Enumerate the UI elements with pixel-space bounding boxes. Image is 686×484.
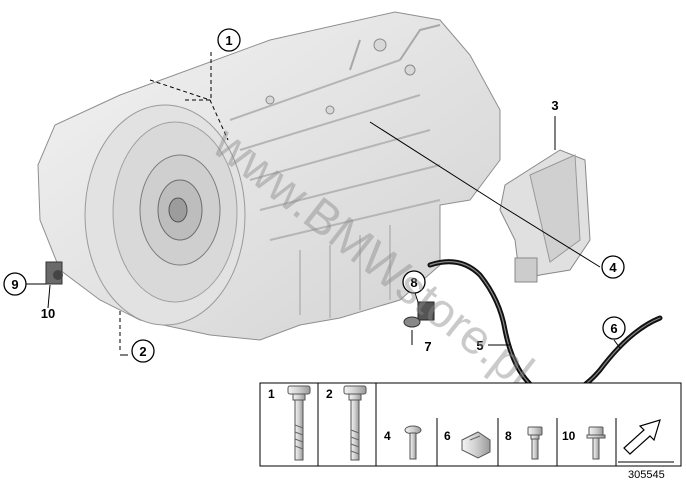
callout-9[interactable]: 9 xyxy=(3,272,27,296)
callout-6[interactable]: 6 xyxy=(602,316,626,340)
callout-1-label: 1 xyxy=(225,33,232,48)
callout-5[interactable]: 5 xyxy=(476,338,483,353)
parts-table-cell[interactable]: 6 xyxy=(444,429,491,459)
parts-table-cell[interactable]: 4 xyxy=(384,425,422,460)
reference-number: 305545 xyxy=(628,469,665,481)
callout-10[interactable]: 10 xyxy=(41,306,55,321)
callout-4-label: 4 xyxy=(609,260,617,275)
screw-icon xyxy=(404,425,422,460)
parts-table-cell[interactable]: 8 xyxy=(505,426,543,460)
callout-8[interactable]: 8 xyxy=(402,270,426,294)
parts-table-cell[interactable]: 10 xyxy=(562,426,606,460)
parts-table-cell-label: 1 xyxy=(268,387,275,401)
callout-3[interactable]: 3 xyxy=(551,98,558,113)
parts-table-cell-label: 8 xyxy=(505,429,512,443)
direction-arrow-icon xyxy=(618,419,674,463)
callout-5-label: 5 xyxy=(476,338,483,353)
parts-table: 1 2 4 xyxy=(259,382,682,467)
control-unit-part xyxy=(499,149,591,283)
callout-3-label: 3 xyxy=(551,98,558,113)
callout-1[interactable]: 1 xyxy=(217,28,241,52)
parts-table-cell-label: 2 xyxy=(326,387,333,401)
callout-10-label: 10 xyxy=(41,306,55,321)
parts-table-cell-label: 6 xyxy=(444,429,451,443)
parts-table-cell[interactable]: 2 xyxy=(326,385,367,461)
callout-2-label: 2 xyxy=(139,344,146,359)
parts-table-cell[interactable]: 1 xyxy=(268,385,311,461)
long-bolt-icon xyxy=(287,385,311,461)
leader-lines xyxy=(24,52,621,356)
oil-hose-part xyxy=(427,259,663,399)
flange-bolt-icon xyxy=(586,426,606,460)
callout-2[interactable]: 2 xyxy=(131,339,155,363)
callout-7[interactable]: 7 xyxy=(424,339,431,354)
parts-table-cell-label: 10 xyxy=(562,429,576,443)
hex-bolt-icon xyxy=(527,426,543,460)
callout-8-label: 8 xyxy=(410,275,417,290)
callout-7-label: 7 xyxy=(424,339,431,354)
bracket-part-left xyxy=(45,261,63,285)
parts-table-cell-label: 4 xyxy=(384,429,391,443)
long-bolt-icon xyxy=(343,385,367,461)
callout-6-label: 6 xyxy=(610,321,617,336)
callout-4[interactable]: 4 xyxy=(601,255,625,279)
hose-clip-icon xyxy=(461,431,491,459)
callout-9-label: 9 xyxy=(11,277,18,292)
clip-part xyxy=(403,301,435,328)
transmission-housing xyxy=(37,11,501,341)
